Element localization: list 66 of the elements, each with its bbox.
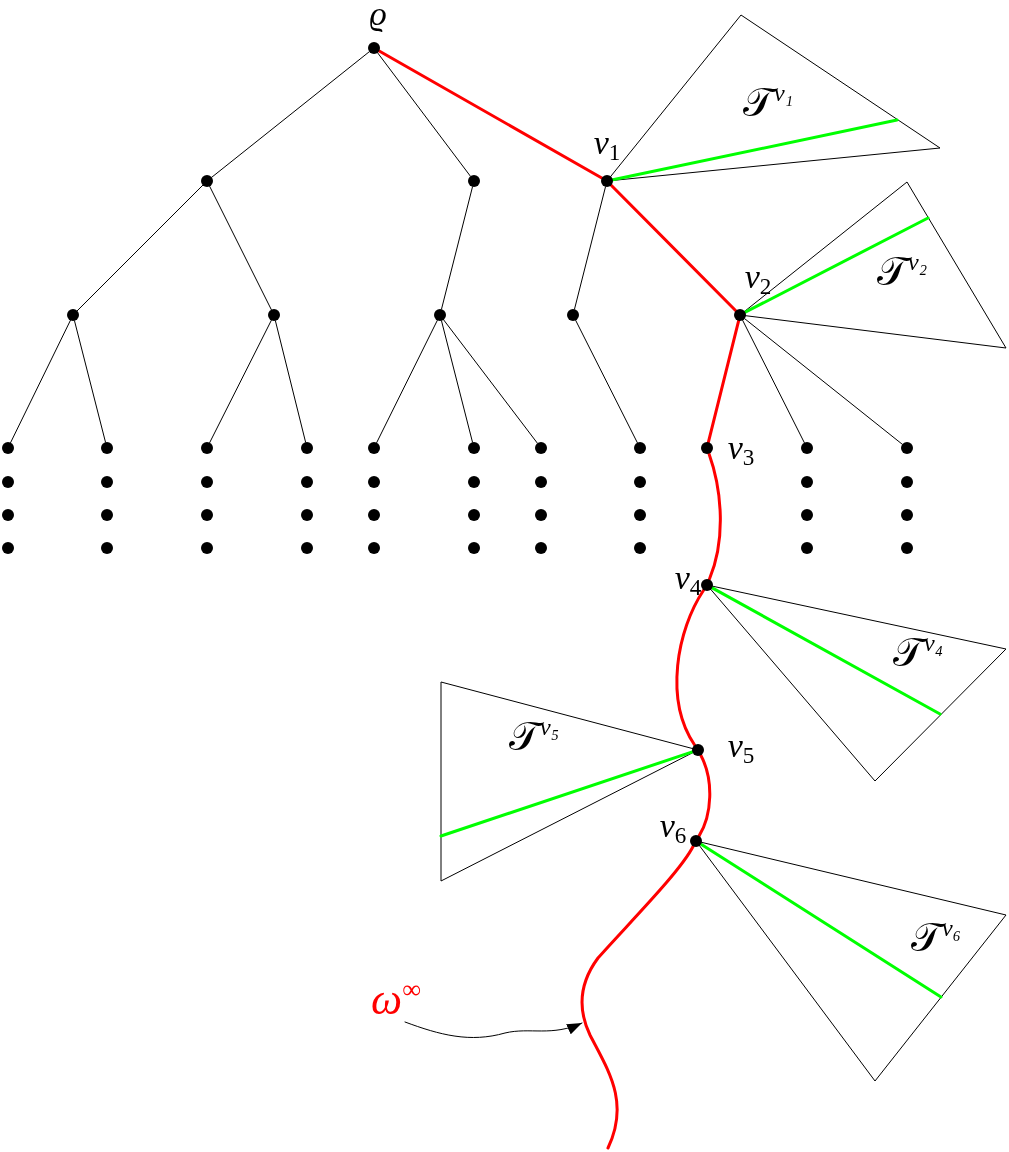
vertex-dot: [734, 309, 746, 321]
vertex-label: v$_{5}$: [727, 729, 755, 763]
vertex-label: v$_{3}$: [727, 431, 755, 465]
tree-edge: [574, 186, 606, 310]
tree-edge: [76, 184, 204, 312]
subtree-path-line: [743, 216, 930, 314]
vertex-dot: [434, 309, 446, 321]
vertex-label: v$_{2}$: [744, 260, 772, 294]
vertex-dot: [692, 744, 704, 756]
path-edge: [706, 319, 741, 444]
tree-edge: [74, 320, 106, 443]
vertex-dot: [690, 835, 702, 847]
vertex-dot: [368, 442, 380, 454]
vertex-dot: [701, 442, 713, 454]
tree-edge: [211, 51, 370, 178]
vertex-dot: [468, 442, 480, 454]
vertex-label: v$_{4}$: [674, 561, 702, 595]
vertex-dot: [268, 309, 280, 321]
vertex-label: v$_{1}$: [593, 126, 621, 160]
tree-edge: [441, 186, 473, 310]
tree-edge: [575, 319, 638, 444]
path-edge: [675, 588, 706, 747]
vertex-dot: [801, 442, 813, 454]
vertex-dot: [601, 175, 613, 187]
vertex-dot: [201, 442, 213, 454]
leader-arrow: [404, 1021, 583, 1038]
subtree-path-line: [699, 842, 943, 999]
path-edge: [697, 753, 712, 838]
tree-edge: [441, 320, 473, 443]
tree-edge: [209, 319, 272, 444]
path-ray: [580, 844, 695, 1150]
vertex-dot: [2, 442, 14, 454]
vertex-dot: [468, 175, 480, 187]
subtree-label: 𝒯$^{v₄}$: [893, 633, 943, 673]
vertex-dot: [201, 175, 213, 187]
tree-edge: [377, 52, 471, 177]
subtree-label: 𝒯$^{v₁}$: [743, 83, 793, 123]
tree-edge: [10, 319, 71, 444]
subtree-label: 𝒯$^{v₂}$: [877, 252, 927, 292]
vertex-dot: [101, 442, 113, 454]
vertex-dot: [634, 442, 646, 454]
vertex-dot: [701, 579, 713, 591]
subtree-path-line: [710, 586, 942, 716]
path-edge: [377, 49, 604, 180]
vertex-label: v$_{6}$: [659, 809, 687, 843]
vertex-dot: [535, 442, 547, 454]
vertex-label: ϱ: [369, 0, 387, 31]
vertex-dot: [368, 42, 380, 54]
tree-edge: [274, 320, 307, 443]
vertex-dot: [301, 442, 313, 454]
subtree-label: 𝒯$^{v₆}$: [911, 918, 961, 958]
subtree-triangle: [696, 841, 1006, 1081]
subtree-path-line: [439, 750, 694, 838]
vertex-dot: [567, 309, 579, 321]
tree-edge: [744, 318, 903, 445]
vertex-dot: [67, 309, 79, 321]
vertex-dot: [901, 442, 913, 454]
path-label: ω$^{∞}$: [371, 978, 421, 1022]
path-edge: [609, 183, 738, 313]
path-edge: [707, 452, 722, 581]
tree-edge: [742, 319, 805, 444]
subtree-label: 𝒯$^{v₅}$: [509, 717, 559, 757]
subtree-path-line: [611, 118, 899, 182]
tree-edge: [443, 319, 538, 444]
tree-edge: [376, 319, 438, 444]
tree-edge: [209, 185, 272, 311]
